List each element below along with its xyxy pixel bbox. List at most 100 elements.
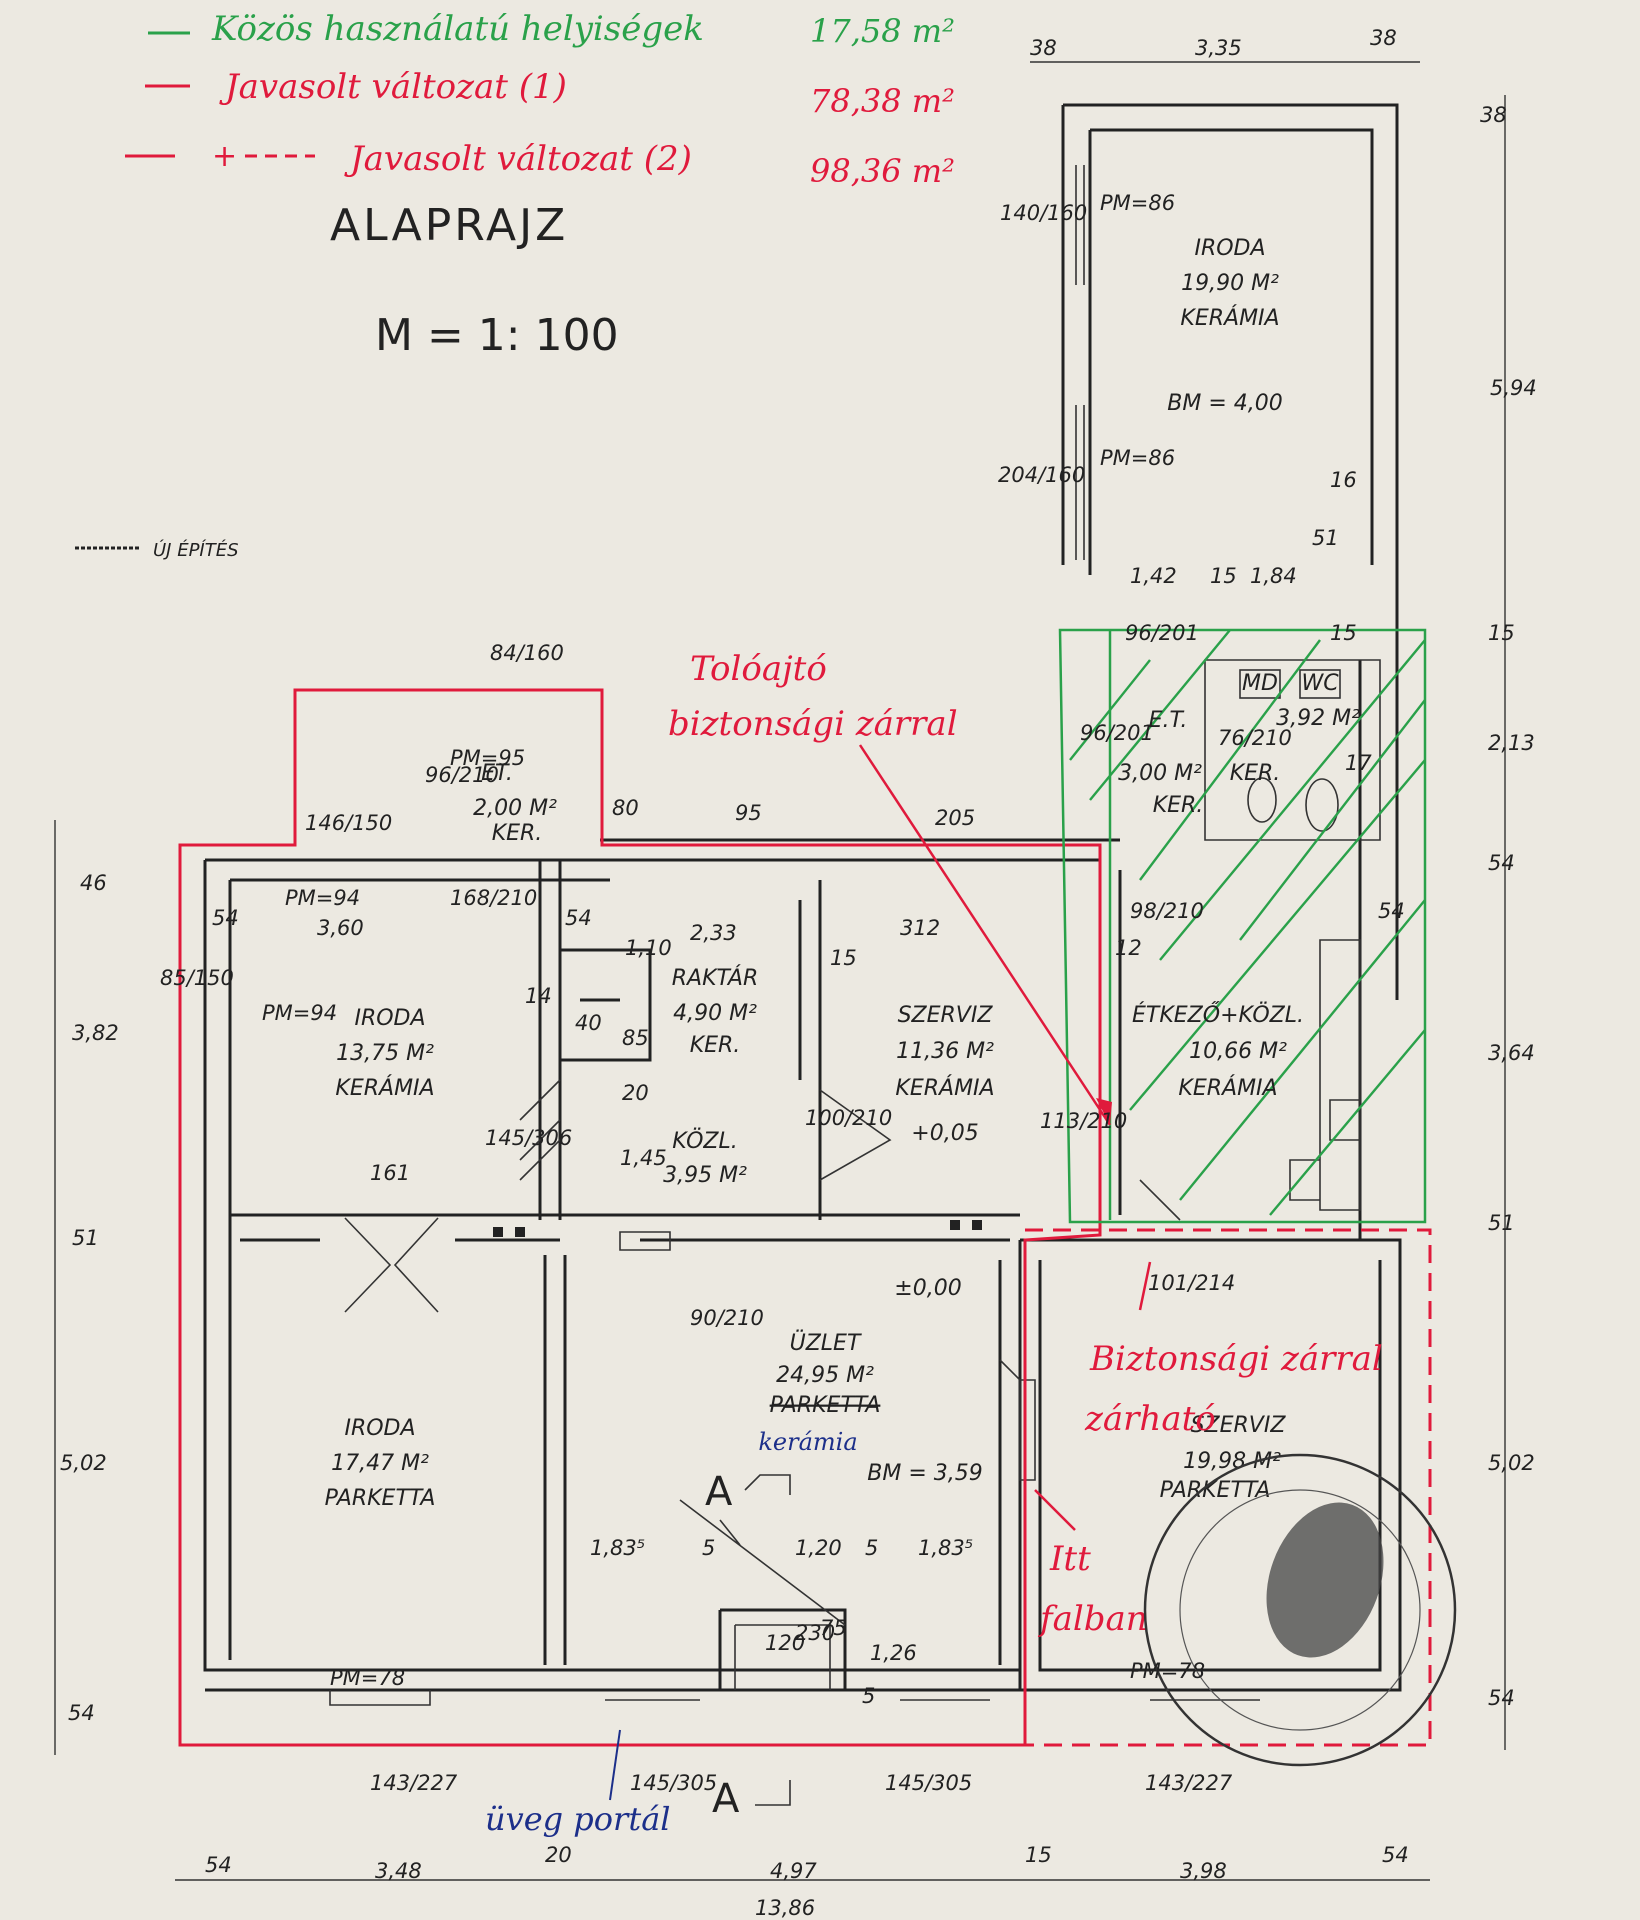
dim-inner-1: 140/160 — [1000, 201, 1087, 225]
room-szerviz-1-area: 11,36 M² — [896, 1039, 994, 1064]
dim-bottom-3: 20 — [545, 1843, 572, 1867]
note-sliding-door-1: Tolóajtó — [690, 649, 827, 689]
room-uzlet-level: ±0,00 — [894, 1276, 961, 1301]
dim-right-7: 51 — [1488, 1211, 1515, 1235]
room-et2-area: 3,00 M² — [1118, 761, 1202, 786]
room-etkezo-floor: KERÁMIA — [1178, 1075, 1277, 1101]
dim-inner-45: 90/210 — [690, 1306, 764, 1330]
room-et-floor: KER. — [492, 821, 543, 846]
dim-right-1: 38 — [1480, 103, 1507, 127]
dim-inner-8: 16 — [1330, 468, 1357, 492]
note-arrow-3 — [1034, 1489, 1076, 1531]
dim-inner-42: 100/210 — [805, 1106, 892, 1130]
dim-inner-44: 161 — [370, 1161, 410, 1185]
dim-inner-43: 113/210 — [1040, 1109, 1127, 1133]
inner-dimensions: 140/160 204/160 PM=86 PM=86 1,42 15 1,84… — [160, 191, 1405, 1795]
legend: Közös használatú helyiségek 17,58 m² Jav… — [125, 9, 955, 190]
plan-scale: M = 1: 100 — [375, 310, 619, 361]
section-marker-bottom: A — [712, 1776, 740, 1822]
room-iroda-north-floor: KERÁMIA — [1180, 305, 1279, 331]
dim-right-5: 54 — [1488, 851, 1515, 875]
dim-right-4: 2,13 — [1488, 731, 1535, 755]
dim-inner-15: 84/160 — [490, 641, 564, 665]
variant-2-outline — [1025, 1228, 1432, 1747]
room-et-name: ET. — [481, 761, 513, 786]
dim-inner-41: 1,45 — [620, 1146, 667, 1170]
dim-right-9: 54 — [1488, 1686, 1515, 1710]
dim-inner-32: 12 — [1115, 936, 1142, 960]
dim-left-4: 5,02 — [60, 1451, 107, 1475]
new-build-note: ÚJ ÉPÍTÉS — [153, 539, 239, 561]
room-iroda-south-name: IRODA — [344, 1416, 415, 1441]
wc-box — [1299, 669, 1341, 699]
dim-inner-38: 85 — [622, 1026, 649, 1050]
room-etkezo-name: ÉTKEZŐ+KÖZL. — [1132, 1002, 1304, 1028]
room-iroda-south-area: 17,47 M² — [331, 1451, 429, 1476]
room-uzlet-name: ÜZLET — [790, 1330, 862, 1356]
dim-inner-10: 96/201 — [1125, 621, 1199, 645]
dim-inner-28: 1,10 — [625, 936, 672, 960]
dim-inner-24: 54 — [212, 906, 239, 930]
legend-item-2-area: 78,38 m² — [810, 82, 955, 120]
dim-inner-50: 5 — [865, 1536, 878, 1560]
dim-inner-39: 20 — [622, 1081, 649, 1105]
dim-inner-53: 230 — [795, 1621, 835, 1645]
dim-inner-55: 1,26 — [870, 1641, 917, 1665]
note-sliding-door-2: biztonsági zárral — [668, 704, 958, 744]
legend-item-1-label: Közös használatú helyiségek — [211, 9, 704, 49]
dim-inner-54: 75 — [820, 1616, 847, 1640]
room-labels: IRODA 19,90 M² KERÁMIA BM = 4,00 IRODA 1… — [325, 236, 1360, 1511]
dim-inner-62: 143/227 — [1145, 1771, 1233, 1795]
dim-left-1: 46 — [80, 871, 107, 895]
dim-inner-58: PM=78 — [1130, 1659, 1205, 1683]
dim-inner-13: 15 — [1330, 621, 1357, 645]
dim-inner-23: 3,60 — [317, 916, 364, 940]
dimension-lines: 38 3,35 38 38 5,94 15 2,13 54 3,64 51 5,… — [54, 26, 1537, 1920]
dim-right-8: 5,02 — [1488, 1451, 1535, 1475]
dim-left-3: 51 — [72, 1226, 99, 1250]
legend-item-1-area: 17,58 m² — [810, 12, 955, 50]
dim-inner-60: 145/305 — [630, 1771, 717, 1795]
dim-inner-35: PM=94 — [262, 1001, 337, 1025]
note-wall-1: Itt — [1049, 1539, 1091, 1579]
legend-cross-icon: + — [212, 139, 237, 174]
dim-inner-3: PM=86 — [1100, 191, 1175, 215]
room-uzlet-bm: BM = 3,59 — [867, 1461, 982, 1486]
note-arrow-4 — [609, 1729, 621, 1801]
dim-inner-2: 204/160 — [998, 463, 1085, 487]
dim-inner-49: 1,20 — [795, 1536, 842, 1560]
dim-left-5: 54 — [68, 1701, 95, 1725]
common-area — [1058, 628, 1427, 1224]
fixture-md: MD — [1242, 671, 1278, 696]
room-raktar-name: RAKTÁR — [672, 965, 759, 991]
dim-top-1: 38 — [1030, 36, 1057, 60]
room-iroda-west-name: IRODA — [354, 1006, 425, 1031]
dim-bottom-2: 3,48 — [375, 1859, 422, 1883]
dim-inner-18: 146/150 — [305, 811, 392, 835]
room-etkezo-area: 10,66 M² — [1189, 1039, 1287, 1064]
dim-inner-34: 85/150 — [160, 966, 234, 990]
dim-right-3: 15 — [1488, 621, 1515, 645]
dim-inner-30: 312 — [900, 916, 940, 940]
room-raktar-floor: KER. — [690, 1033, 741, 1058]
room-et2-name: E.T. — [1149, 708, 1188, 733]
room-szerviz-1-floor: KERÁMIA — [895, 1075, 994, 1101]
room-szerviz-1-name: SZERVIZ — [898, 1003, 994, 1028]
dim-inner-11: 96/201 — [1080, 721, 1154, 745]
dim-inner-51: 1,83⁵ — [918, 1536, 973, 1560]
dim-top-3: 38 — [1370, 26, 1397, 50]
dim-inner-59: 143/227 — [370, 1771, 458, 1795]
dim-inner-57: PM=78 — [330, 1666, 405, 1690]
dim-inner-25: 168/210 — [450, 886, 537, 910]
dim-inner-4: PM=86 — [1100, 446, 1175, 470]
note-lock-1: Biztonsági zárral — [1089, 1339, 1383, 1379]
dim-inner-31: 98/210 — [1130, 899, 1204, 923]
plan-title: ALAPRAJZ — [330, 200, 568, 251]
dim-inner-16: PM=95 — [450, 746, 525, 770]
room-iroda-north-name: IRODA — [1194, 236, 1265, 261]
dim-inner-40: 145/306 — [485, 1126, 572, 1150]
room-uzlet-floor-new: kerámia — [758, 1428, 857, 1456]
room-iroda-north-bm: BM = 4,00 — [1167, 391, 1282, 416]
dim-bottom-7: 54 — [1382, 1843, 1409, 1867]
